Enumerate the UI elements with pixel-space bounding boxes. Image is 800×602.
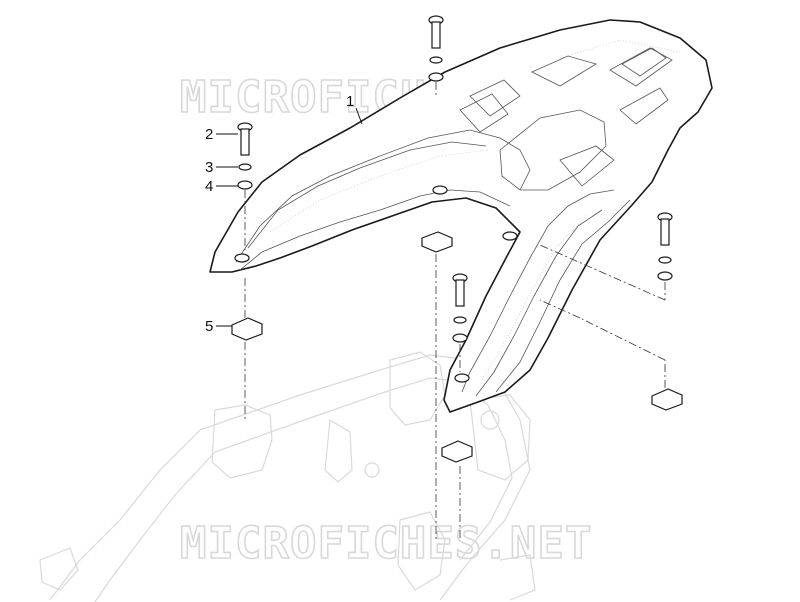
callout-5: 5 (205, 318, 213, 335)
callout-2: 2 (205, 126, 213, 143)
hardware-top-center (428, 15, 444, 82)
hardware-center (452, 273, 468, 343)
callout-4: 4 (205, 178, 213, 195)
assembly-axes (244, 82, 666, 540)
callout-1: 1 (346, 93, 354, 110)
luggage-rack (209, 19, 713, 413)
watermark-bottom: MICROFICHES.NET (180, 518, 592, 569)
hardware-right (657, 212, 673, 281)
subframe-ghost (39, 351, 536, 602)
callout-leaders (216, 107, 363, 327)
clip-nuts (231, 231, 683, 463)
hardware-left (237, 122, 253, 190)
callout-3: 3 (205, 159, 213, 176)
